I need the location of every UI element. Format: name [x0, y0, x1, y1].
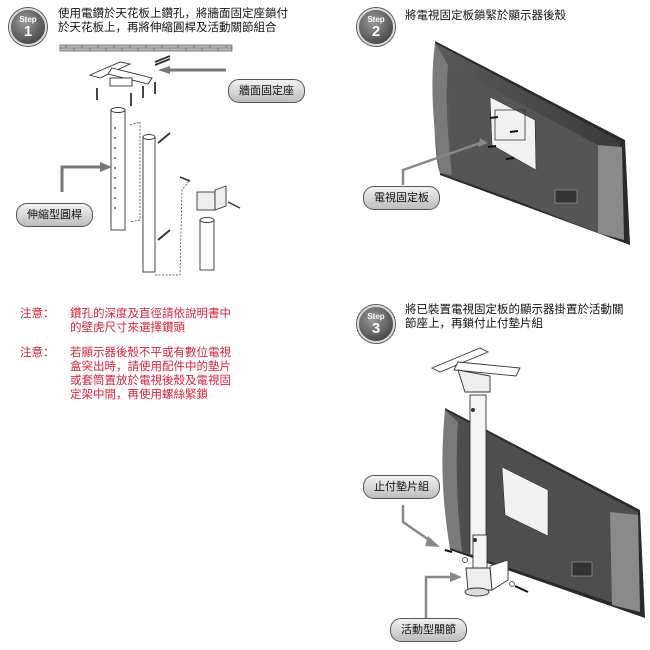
- step-2-number: 2: [371, 23, 381, 40]
- note-1-label: 注意：: [20, 306, 55, 320]
- note-2-line-3: 或套筒置放於電視後殼及電視固: [70, 373, 231, 387]
- step-3-illustration: [401, 347, 645, 618]
- note-1: 注意： 鑽孔的深度及直徑請依說明書中 的壁虎尺寸來選擇鑽頭: [20, 306, 260, 336]
- step-2-word: Step: [367, 15, 385, 24]
- note-2-label: 注意：: [20, 345, 55, 359]
- callout-washer-set: 止付墊片組: [363, 475, 440, 499]
- callout-movable-joint: 活動型關節: [390, 618, 467, 642]
- note-2: 注意： 若顯示器後殼不平或有數位電視 盒突出時，請使用配件中的墊片 或套筒置放於…: [20, 345, 260, 405]
- note-2-line-2: 盒突出時，請使用配件中的墊片: [70, 359, 231, 373]
- step-3-line-2: 節座上，再鎖付止付墊片組: [405, 316, 543, 330]
- step-3-badge: Step 3: [357, 305, 395, 343]
- step-1-instruction: 使用電鑽於天花板上鑽孔，將牆面固定座鎖付 於天花板上，再將伸縮圓桿及活動關節組合: [58, 6, 288, 34]
- step-2-badge: Step 2: [357, 8, 395, 46]
- note-2-line-1: 若顯示器後殼不平或有數位電視: [70, 345, 231, 359]
- step-1-line-1: 使用電鑽於天花板上鑽孔，將牆面固定座鎖付: [58, 6, 288, 20]
- step-2-illustration: [401, 41, 630, 245]
- step-3-line-1: 將已裝置電視固定板的顯示器掛置於活動關: [405, 302, 624, 316]
- note-1-line-2: 的壁虎尺寸來選擇鑽頭: [70, 320, 185, 334]
- step-1-illustration: [59, 44, 241, 276]
- step-3-instruction: 將已裝置電視固定板的顯示器掛置於活動關 節座上，再鎖付止付墊片組: [405, 302, 624, 330]
- note-1-line-1: 鑽孔的深度及直徑請依說明書中: [70, 306, 231, 320]
- step-3-word: Step: [367, 312, 385, 321]
- step-1-word: Step: [19, 15, 37, 24]
- arrow-icon: [158, 66, 170, 74]
- step-1-badge: Step 1: [9, 8, 47, 46]
- callout-telescopic-pole: 伸縮型圓桿: [16, 203, 93, 227]
- step-1-number: 1: [23, 23, 33, 40]
- callout-tv-plate: 電視固定板: [363, 186, 440, 210]
- note-2-line-4: 定架中間，再使用螺絲緊鎖: [70, 387, 208, 401]
- step-1-line-2: 於天花板上，再將伸縮圓桿及活動關節組合: [58, 20, 277, 34]
- step-2-instruction: 將電視固定板鎖緊於顯示器後殼: [405, 8, 566, 22]
- step-3-number: 3: [371, 320, 381, 337]
- callout-ceiling-mount: 牆面固定座: [228, 79, 305, 103]
- step-2-line-1: 將電視固定板鎖緊於顯示器後殼: [405, 8, 566, 22]
